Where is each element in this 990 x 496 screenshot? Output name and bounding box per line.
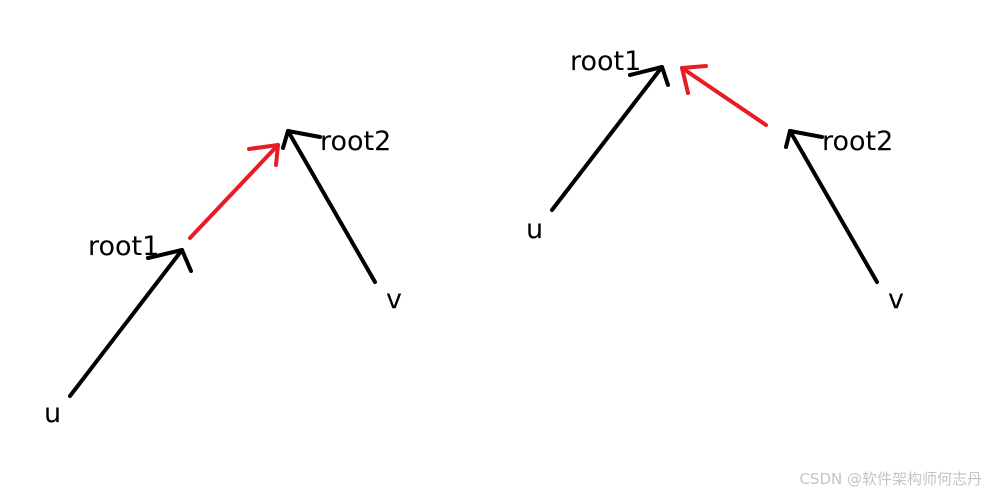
right-label-root1: root1 xyxy=(570,46,641,77)
left-edge-root1-to-root2-arrowhead xyxy=(247,143,280,167)
right-diagram: root1 root2 u v xyxy=(526,46,904,315)
right-edge-u-to-root1-arrowhead xyxy=(628,65,670,87)
watermark: CSDN @软件架构师何志丹 xyxy=(799,470,982,488)
right-edge-u-to-root1 xyxy=(550,65,670,212)
left-label-u: u xyxy=(44,398,61,429)
left-label-root1: root1 xyxy=(88,231,159,262)
left-edge-v-to-root2-arrowhead xyxy=(281,129,322,150)
left-edge-root1-to-root2-shaft xyxy=(188,143,280,240)
right-edge-root2-to-root1-shaft xyxy=(680,66,768,127)
left-edge-v-to-root2 xyxy=(281,129,377,284)
right-edge-v-to-root2-shaft xyxy=(788,129,879,284)
right-label-u: u xyxy=(526,214,543,245)
right-label-root2: root2 xyxy=(822,126,893,157)
right-edge-v-to-root2-arrowhead xyxy=(784,129,824,149)
left-label-v: v xyxy=(386,284,402,315)
left-edge-root1-to-root2 xyxy=(188,143,280,240)
left-edge-u-to-root1 xyxy=(68,248,193,398)
right-edge-root2-to-root1 xyxy=(680,64,768,127)
right-label-v: v xyxy=(888,284,904,315)
left-diagram: root1 root2 u v xyxy=(44,126,402,429)
right-edge-root2-to-root1-arrowhead xyxy=(680,64,708,95)
left-edge-u-to-root1-arrowhead xyxy=(146,248,193,273)
right-edge-v-to-root2 xyxy=(784,129,879,284)
left-edge-v-to-root2-shaft xyxy=(286,129,377,284)
left-edge-u-to-root1-shaft xyxy=(68,248,184,398)
right-edge-u-to-root1-shaft xyxy=(550,65,664,212)
left-label-root2: root2 xyxy=(320,126,391,157)
